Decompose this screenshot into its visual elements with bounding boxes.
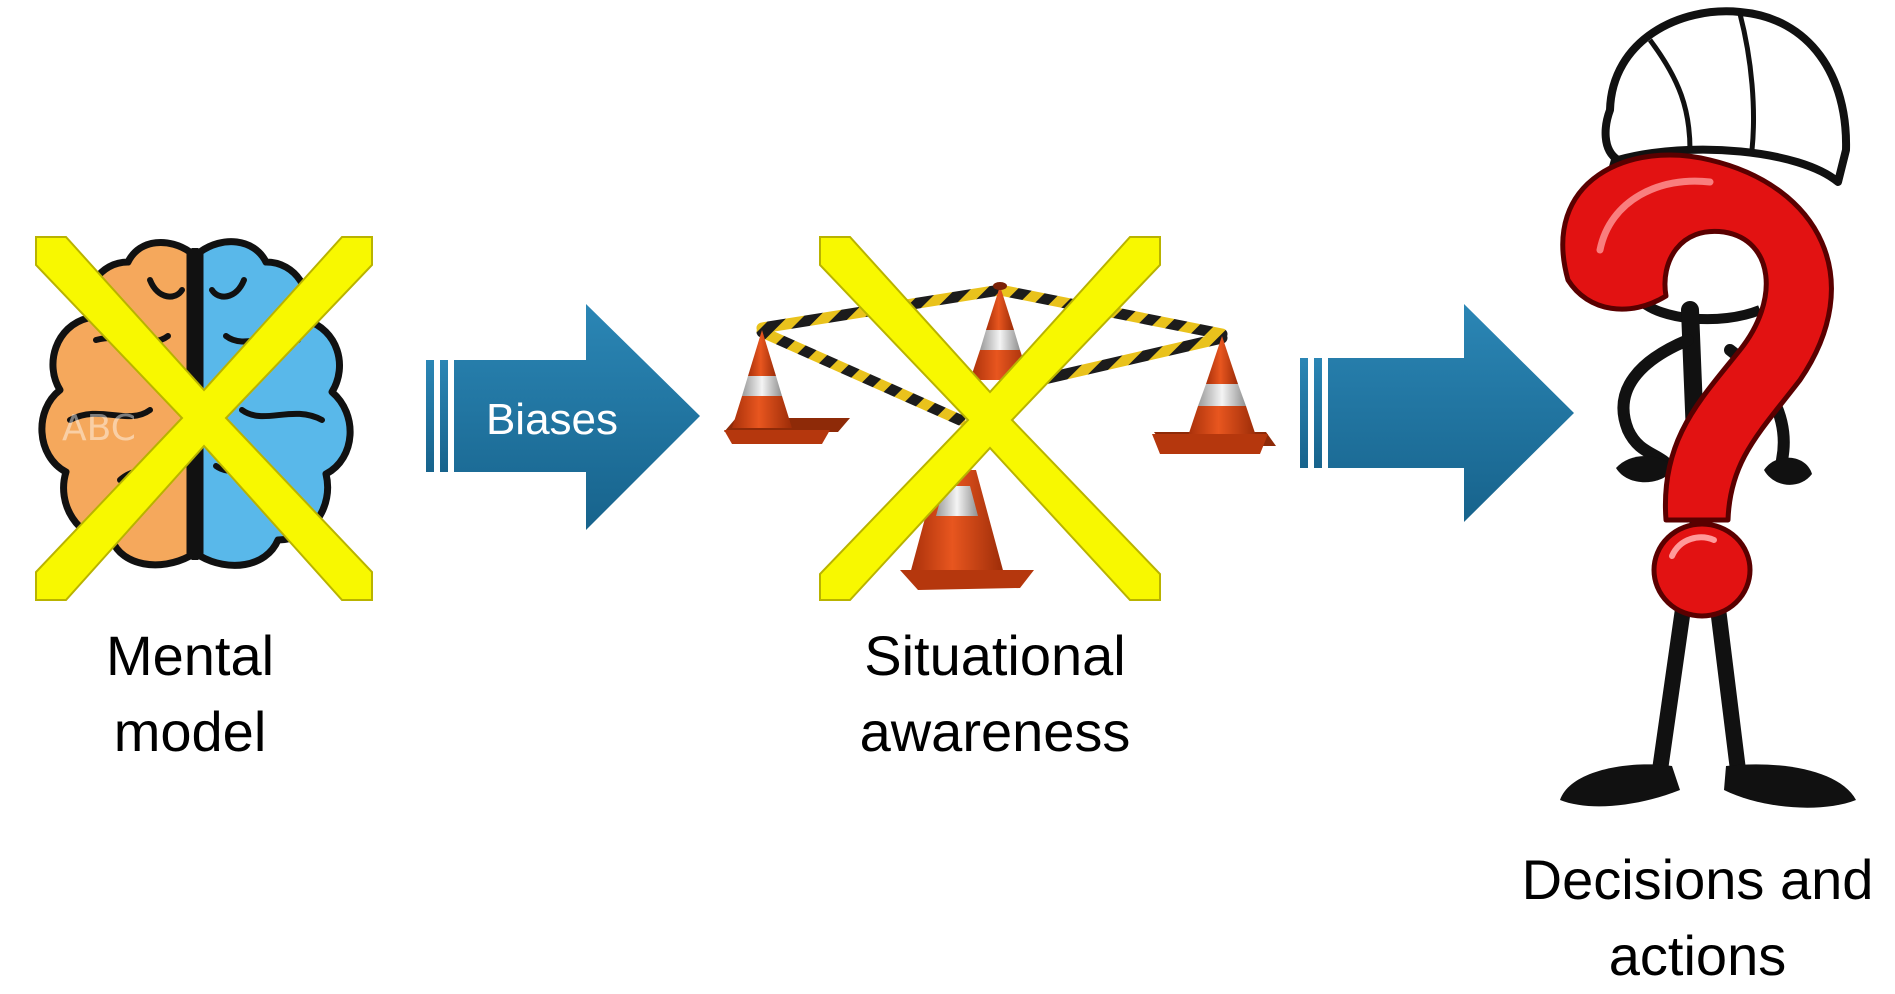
arrow-biases: Biases	[426, 304, 700, 530]
cross-mark-icon	[35, 236, 373, 601]
step-label-mental-model: Mental model	[40, 618, 340, 770]
step-label-line: awareness	[859, 700, 1131, 763]
confused-worker-icon	[1560, 7, 1856, 808]
arrow-label: Biases	[486, 395, 618, 444]
step-label-line: Situational	[864, 624, 1126, 687]
question-mark-icon	[1560, 152, 1834, 523]
step-label-line: Mental	[105, 624, 275, 687]
arrow-to-decisions	[1300, 304, 1574, 522]
step-label-line: model	[113, 700, 267, 763]
svg-text:ABC: ABC	[62, 408, 136, 449]
step-label-decisions-and-actions: Decisions and actions	[1500, 842, 1895, 994]
step-label-situational-awareness: Situational awareness	[820, 618, 1170, 770]
cross-mark-icon	[819, 236, 1161, 601]
step-label-line: Decisions and	[1521, 848, 1874, 911]
step-label-line: actions	[1608, 924, 1787, 987]
